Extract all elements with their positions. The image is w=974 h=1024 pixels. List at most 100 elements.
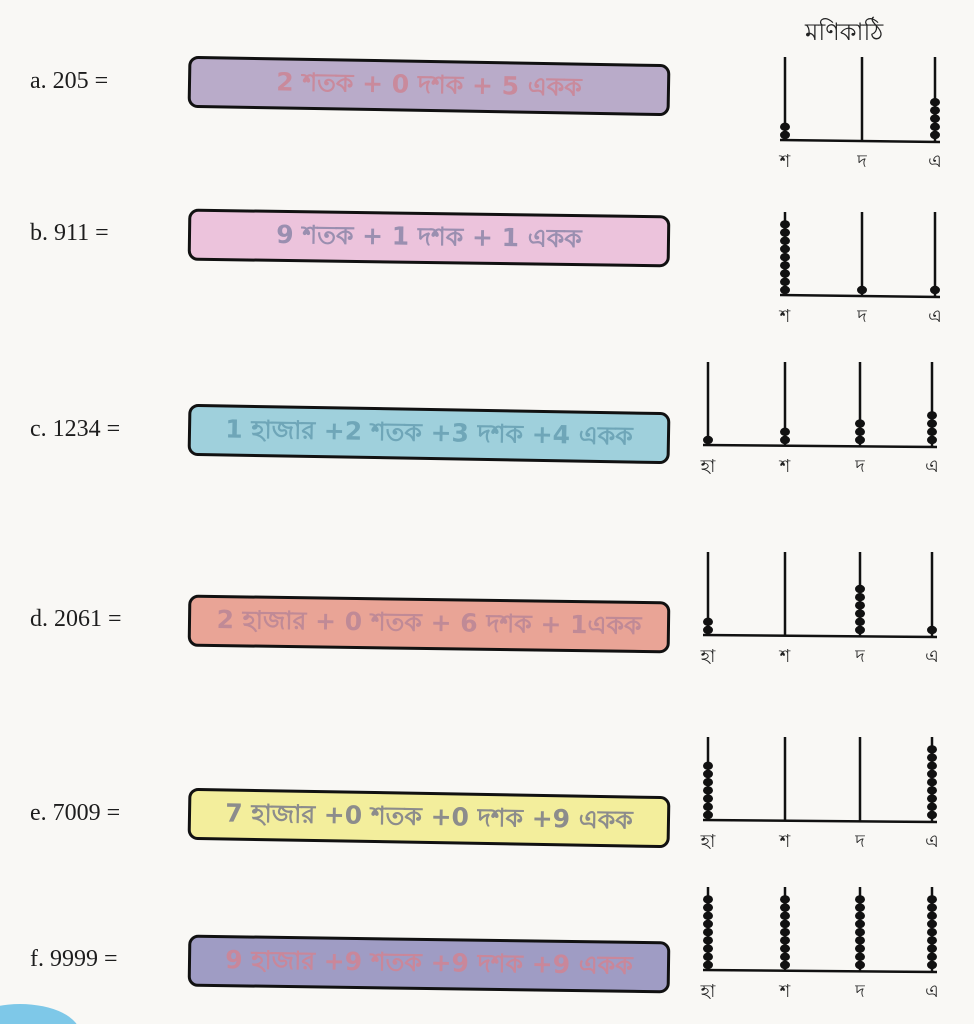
- abacus-bead: [927, 419, 937, 428]
- abacus-bead: [780, 903, 790, 912]
- abacus-bead: [780, 936, 790, 945]
- abacus-bead: [930, 285, 940, 295]
- abacus-bead: [780, 228, 790, 237]
- abacus-bead: [780, 122, 790, 131]
- abacus-base: [702, 968, 938, 974]
- expansion-box: 9 শতক + 1 দশক + 1 একক: [187, 208, 671, 268]
- rod-label: শ: [779, 646, 791, 667]
- problem-label: d. 2061 =: [30, 606, 122, 632]
- abacus-bead: [855, 625, 865, 635]
- rod-label: শ: [779, 456, 791, 477]
- rod-label: দ: [854, 646, 865, 667]
- abacus-bead: [780, 244, 790, 254]
- abacus-bead: [927, 944, 937, 953]
- abacus-bead: [855, 928, 865, 937]
- rod-label: দ: [854, 981, 865, 1002]
- abacus-bead: [927, 895, 937, 904]
- abacus-bead: [703, 769, 713, 779]
- abacus-bead: [930, 106, 940, 115]
- abacus-bead: [927, 928, 937, 937]
- abacus-bead: [927, 936, 937, 945]
- abacus-bead: [703, 778, 713, 787]
- abacus-bead: [855, 617, 865, 626]
- abacus-bead: [927, 952, 937, 961]
- abacus-bead: [930, 130, 940, 140]
- abacus-bead: [780, 960, 790, 970]
- abacus-bead: [780, 427, 790, 436]
- abacus-column-title: মণিকাঠি: [805, 18, 884, 46]
- problem-label: b. 911 =: [30, 220, 109, 246]
- abacus-bead: [927, 435, 937, 445]
- abacus-bead: [855, 435, 865, 445]
- rod-label: হা: [700, 981, 716, 1002]
- rod-label: দ: [856, 306, 867, 327]
- abacus-bead: [703, 903, 713, 912]
- abacus-bead: [703, 794, 713, 803]
- abacus-bead: [703, 928, 713, 937]
- abacus: হা শ দ এ: [700, 362, 939, 477]
- abacus-bead: [703, 802, 713, 811]
- abacus-bead: [927, 411, 937, 420]
- rod-label: দ: [854, 831, 865, 852]
- rod-label: শ: [779, 831, 791, 852]
- expansion-box: 2 শতক + 0 দশক + 5 একক: [187, 55, 671, 117]
- abacus-bead: [927, 960, 937, 970]
- abacus-bead: [857, 285, 867, 295]
- abacus-bead: [703, 944, 713, 953]
- abacus-bead: [703, 435, 713, 445]
- abacus-bead: [927, 794, 937, 803]
- abacus-bead: [927, 786, 937, 795]
- rod-label: হা: [700, 456, 716, 477]
- abacus-bead: [780, 895, 790, 904]
- abacus-base: [779, 293, 941, 299]
- abacus-bead: [780, 220, 790, 229]
- abacus-bead: [927, 769, 937, 779]
- abacus-bead: [855, 593, 865, 602]
- rod-label: এ: [928, 306, 942, 327]
- abacus-bead: [703, 810, 713, 820]
- abacus-base: [779, 138, 941, 144]
- rod-label: হা: [700, 646, 716, 667]
- abacus-bead: [780, 130, 790, 140]
- abacus-bead: [855, 944, 865, 953]
- abacus-bead: [703, 617, 713, 626]
- expansion-box: 9 হাজার +9 শতক +9 দশক +9 একক: [187, 934, 671, 994]
- abacus-bead: [855, 952, 865, 961]
- rod-label: দ: [854, 456, 865, 477]
- abacus-bead: [780, 253, 790, 262]
- abacus-bead: [927, 911, 937, 920]
- expansion-box: 1 হাজার +2 শতক +3 দশক +4 একক: [187, 403, 671, 465]
- rod-label: এ: [928, 151, 942, 172]
- abacus-bead: [780, 952, 790, 961]
- problem-label: e. 7009 =: [30, 800, 121, 826]
- abacus-bead: [930, 98, 940, 107]
- rod-label: এ: [925, 831, 939, 852]
- rod-label: শ: [779, 151, 791, 172]
- abacus-bead: [927, 903, 937, 912]
- abacus-bead: [930, 114, 940, 123]
- rod-label: হা: [700, 831, 716, 852]
- abacus: হা শ দ এ: [700, 737, 939, 852]
- abacus-bead: [927, 625, 937, 635]
- abacus-base: [702, 818, 938, 824]
- abacus-base: [702, 443, 938, 449]
- rod-label: দ: [856, 151, 867, 172]
- rod-label: শ: [779, 981, 791, 1002]
- abacus-bead: [780, 928, 790, 937]
- abacus-bead: [703, 936, 713, 945]
- abacus-bead: [927, 761, 937, 770]
- abacus-bead: [855, 601, 865, 610]
- abacus-bead: [780, 944, 790, 953]
- abacus-bead: [780, 261, 790, 270]
- rod-label: এ: [925, 456, 939, 477]
- abacus-bead: [927, 753, 937, 762]
- abacus-bead: [855, 419, 865, 428]
- abacus-bead: [703, 625, 713, 635]
- abacus-bead: [855, 584, 865, 594]
- abacus-bead: [927, 778, 937, 787]
- expansion-box: 7 হাজার +0 শতক +0 দশক +9 একক: [187, 787, 671, 849]
- abacus-bead: [855, 903, 865, 912]
